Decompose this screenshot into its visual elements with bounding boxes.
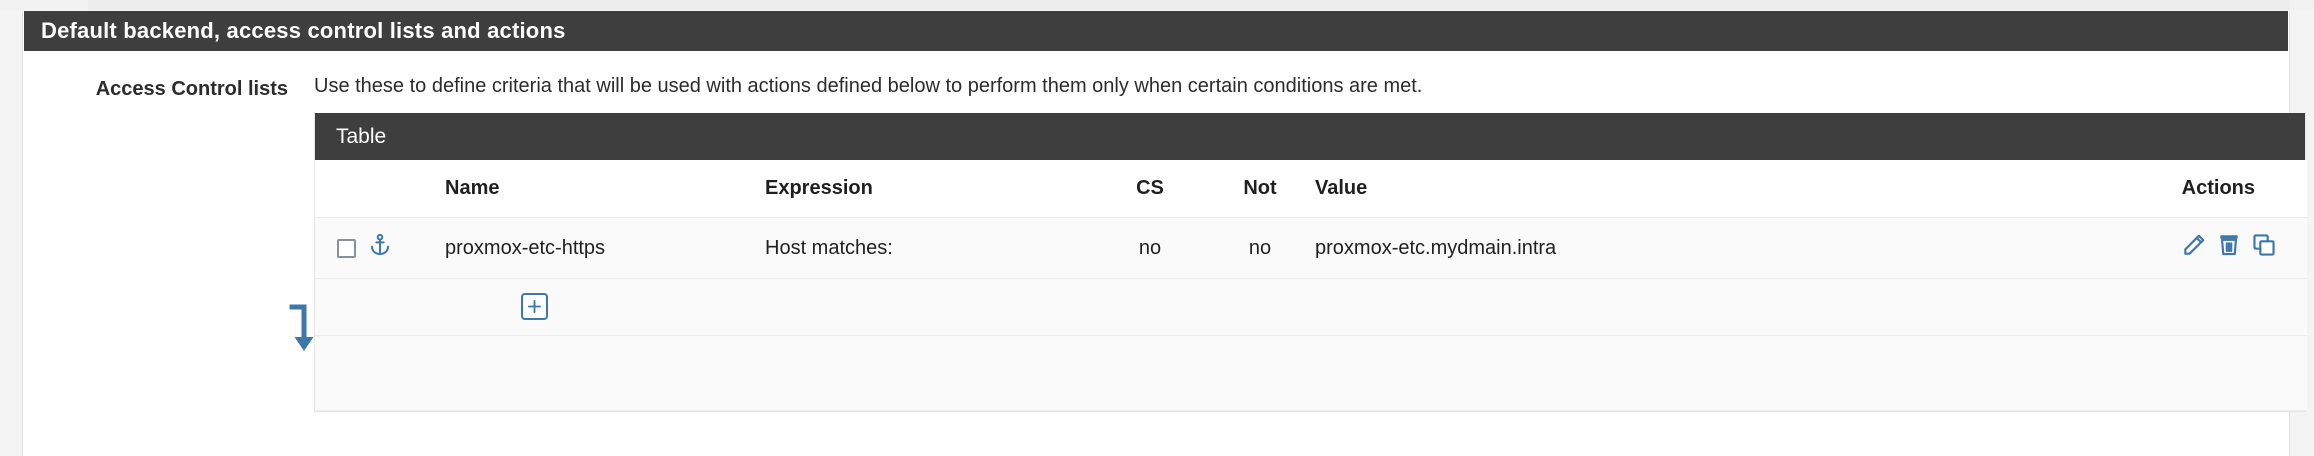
row-checkbox[interactable] xyxy=(337,238,356,258)
add-row-cell xyxy=(435,278,2307,336)
anchor-icon xyxy=(368,233,392,263)
column-header-select xyxy=(315,160,435,218)
add-row-spacer xyxy=(315,278,435,336)
access-control-lists-content: Use these to define criteria that will b… xyxy=(288,73,2314,412)
table-row: proxmox-etc-https Host matches: no no pr… xyxy=(315,217,2307,279)
acl-table: Name Expression CS Not Value Actions xyxy=(315,160,2307,411)
table-footer-row xyxy=(315,335,2307,411)
row-expression: Host matches: xyxy=(765,217,1095,279)
delete-trash-icon[interactable] xyxy=(2216,232,2242,264)
column-header-expression[interactable]: Expression xyxy=(765,160,1095,218)
add-row xyxy=(315,278,2307,336)
down-elbow-arrow-icon xyxy=(286,303,326,355)
duplicate-copy-icon[interactable] xyxy=(2251,232,2277,264)
column-header-cs[interactable]: CS xyxy=(1095,160,1205,218)
row-name: proxmox-etc-https xyxy=(435,217,765,279)
row-not: no xyxy=(1205,217,1315,279)
page-title: Default backend, access control lists an… xyxy=(41,18,566,43)
settings-panel: Default backend, access control lists an… xyxy=(22,11,2307,456)
column-header-not[interactable]: Not xyxy=(1205,160,1315,218)
row-select-cell xyxy=(315,217,435,279)
row-actions-cell xyxy=(1895,217,2307,279)
table-header-row: Name Expression CS Not Value Actions xyxy=(315,160,2307,218)
column-header-actions: Actions xyxy=(1895,160,2307,218)
row-value: proxmox-etc.mydmain.intra xyxy=(1315,217,1895,279)
acl-table-widget: Table xyxy=(314,113,2307,412)
row-cs: no xyxy=(1095,217,1205,279)
acl-table-head: Name Expression CS Not Value Actions xyxy=(315,160,2307,218)
add-acl-button[interactable] xyxy=(521,293,548,320)
table-widget-title: Table xyxy=(336,124,387,148)
column-header-name[interactable]: Name xyxy=(435,160,765,218)
page-top-strip xyxy=(0,0,2314,10)
table-widget-header: Table xyxy=(315,113,2305,160)
acl-table-body: proxmox-etc-https Host matches: no no pr… xyxy=(315,217,2307,411)
table-footer-cell xyxy=(315,335,2307,411)
edit-pencil-icon[interactable] xyxy=(2181,232,2207,264)
panel-header: Default backend, access control lists an… xyxy=(24,11,2288,51)
panel-body: Access Control lists Use these to define… xyxy=(23,51,2307,412)
access-control-lists-label: Access Control lists xyxy=(95,78,288,100)
access-control-lists-field-row: Access Control lists Use these to define… xyxy=(23,73,2307,412)
column-header-value[interactable]: Value xyxy=(1315,160,1895,218)
field-description: Use these to define criteria that will b… xyxy=(314,75,1423,97)
